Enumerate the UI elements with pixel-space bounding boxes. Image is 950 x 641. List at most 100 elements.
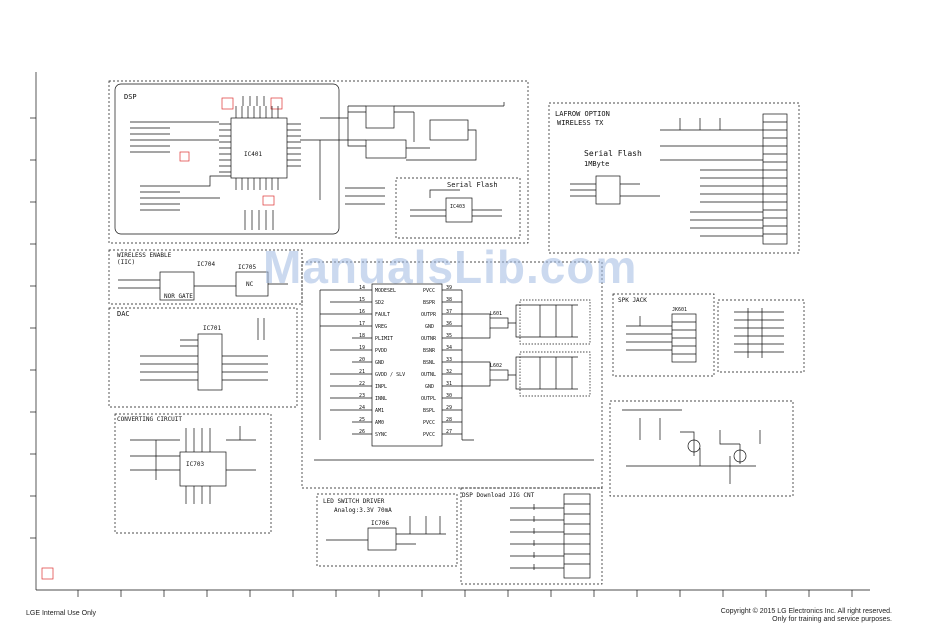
led-switch-driver-block: LED SWITCH DRIVER Analog:3.3V 70mA IC706 [316,493,458,567]
pin-number: 20 [359,357,365,363]
dsp-title: DSP [124,93,137,101]
dsp-block: DSP IC401 Serial Flash [108,80,529,244]
converting-circuit-block: CONVERTING CIRCUIT IC703 [114,413,272,534]
jk601-label: JK601 [672,307,687,313]
pin-number: 37 [446,309,452,315]
pin-name: BSPL [423,408,435,414]
spk-jack-block: SPK JACK JK601 [612,293,715,377]
pin-number: 29 [446,405,452,411]
copyright-line: Copyright © 2015 LG Electronics Inc. All… [720,608,892,615]
pin-name: OUTPL [421,396,436,402]
training-notice-line: Only for training and service purposes. [772,616,892,623]
pin-number: 21 [359,369,365,375]
pin-number: 16 [359,309,365,315]
pin-number: 19 [359,345,365,351]
pin-name: BSNR [423,348,436,354]
pin-name: PVDD [375,348,387,354]
ic705-label: IC705 [238,264,256,271]
pin-name: SYNC [375,432,387,438]
dac-block: DAC IC701 [108,307,298,408]
footer-copyright: Copyright © 2015 LG Electronics Inc. All… [721,608,892,624]
wireless-enable-title: WIRELESS ENABLE [117,252,172,259]
led-driver-subtitle: Analog:3.3V 70mA [334,507,392,514]
pin-number: 22 [359,381,365,387]
dsp-download-title: DSP Download JIG CNT [462,492,535,499]
pin-name: INPL [375,384,387,390]
wireless-tx-block: LAFROW OPTION WIRELESS TX Serial Flash 1… [548,102,800,254]
pin-name: BSNL [423,360,435,366]
ic701-dac-label: IC701 [203,325,221,332]
pin-number: 39 [446,285,452,291]
pin-number: 28 [446,417,452,423]
pin-name: PLIMIT [375,336,393,342]
pin-name: OUTPR [421,312,437,318]
pin-name: BSPR [423,300,436,306]
ic403-label: IC403 [450,204,465,210]
aux-connector-block [717,299,805,373]
pin-name: SD2 [375,300,384,306]
dsp-ic-label: IC401 [244,151,262,158]
amp-left-pin-names: MODESEL SD2 FAULT VREG PLIMIT PVDD GND G… [375,288,405,438]
pin-name: MODESEL [375,288,396,294]
dac-title: DAC [117,310,130,318]
sheet-frame [30,72,870,597]
pin-name: GND [375,360,384,366]
filter-l602-label: L602 [490,363,502,369]
pin-name: GVDD / SLV [375,372,405,378]
pin-number: 32 [446,369,452,375]
pin-name: PVCC [423,432,435,438]
pin-name: FAULT [375,312,390,318]
pin-number: 23 [359,393,365,399]
amp-right-pin-numbers: 39 38 37 36 35 34 33 32 31 30 29 28 27 [446,285,452,435]
pin-number: 17 [359,321,365,327]
pin-number: 26 [359,429,365,435]
footer-internal-use: LGE Internal Use Only [26,610,97,617]
filter-l601-label: L601 [490,311,502,317]
amp-left-pin-numbers: 14 15 16 17 18 19 20 21 22 23 24 25 26 [359,285,365,435]
pin-number: 30 [446,393,452,399]
pin-number: 34 [446,345,452,351]
wireless-enable-block: WIRELESS ENABLE (IIC) NOR GATE IC704 NC … [108,249,303,305]
power-circuit-block [609,400,794,497]
pin-number: 18 [359,333,365,339]
converting-title: CONVERTING CIRCUIT [117,416,182,423]
pin-name: OUTNR [421,336,437,342]
pin-number: 36 [446,321,452,327]
pin-number: 27 [446,429,452,435]
pin-number: 33 [446,357,452,363]
pin-name: AM0 [375,420,384,426]
wireless-enable-subtitle: (IIC) [117,259,135,266]
wireless-title-2: WIRELESS TX [557,119,604,127]
pin-name: GND [425,384,434,390]
spk-jack-title: SPK JACK [618,297,647,304]
dsp-download-jig-block: DSP Download JIG CNT [460,487,603,585]
pin-name: AM1 [375,408,384,414]
pin-name: PVCC [423,288,435,294]
pin-name: INNL [375,396,387,402]
pin-number: 14 [359,285,365,291]
amp-right-pin-names: PVCC BSPR OUTPR GND OUTNR BSNR BSNL OUTN… [421,288,437,438]
pin-name: GND [425,324,434,330]
wireless-flash-title: Serial Flash [584,149,642,158]
ic704-label: IC704 [197,261,215,268]
nor-gate-label: NOR GATE [164,293,193,300]
pin-number: 15 [359,297,365,303]
wireless-flash-size: 1MByte [584,160,609,168]
led-driver-title: LED SWITCH DRIVER [323,498,385,505]
ic706-label: IC706 [371,520,389,527]
pin-number: 25 [359,417,365,423]
pin-name: VREG [375,324,387,330]
amp-block: MODESEL SD2 FAULT VREG PLIMIT PVDD GND G… [301,261,603,489]
pin-number: 31 [446,381,452,387]
pin-number: 38 [446,297,452,303]
pin-name: PVCC [423,420,435,426]
pin-number: 24 [359,405,365,411]
pin-number: 35 [446,333,452,339]
ic703-label: IC703 [186,461,204,468]
pin-name: OUTNL [421,372,436,378]
wireless-title-1: LAFROW OPTION [555,110,610,118]
nc-label: NC [246,281,254,288]
serial-flash-small-title: Serial Flash [447,181,498,189]
